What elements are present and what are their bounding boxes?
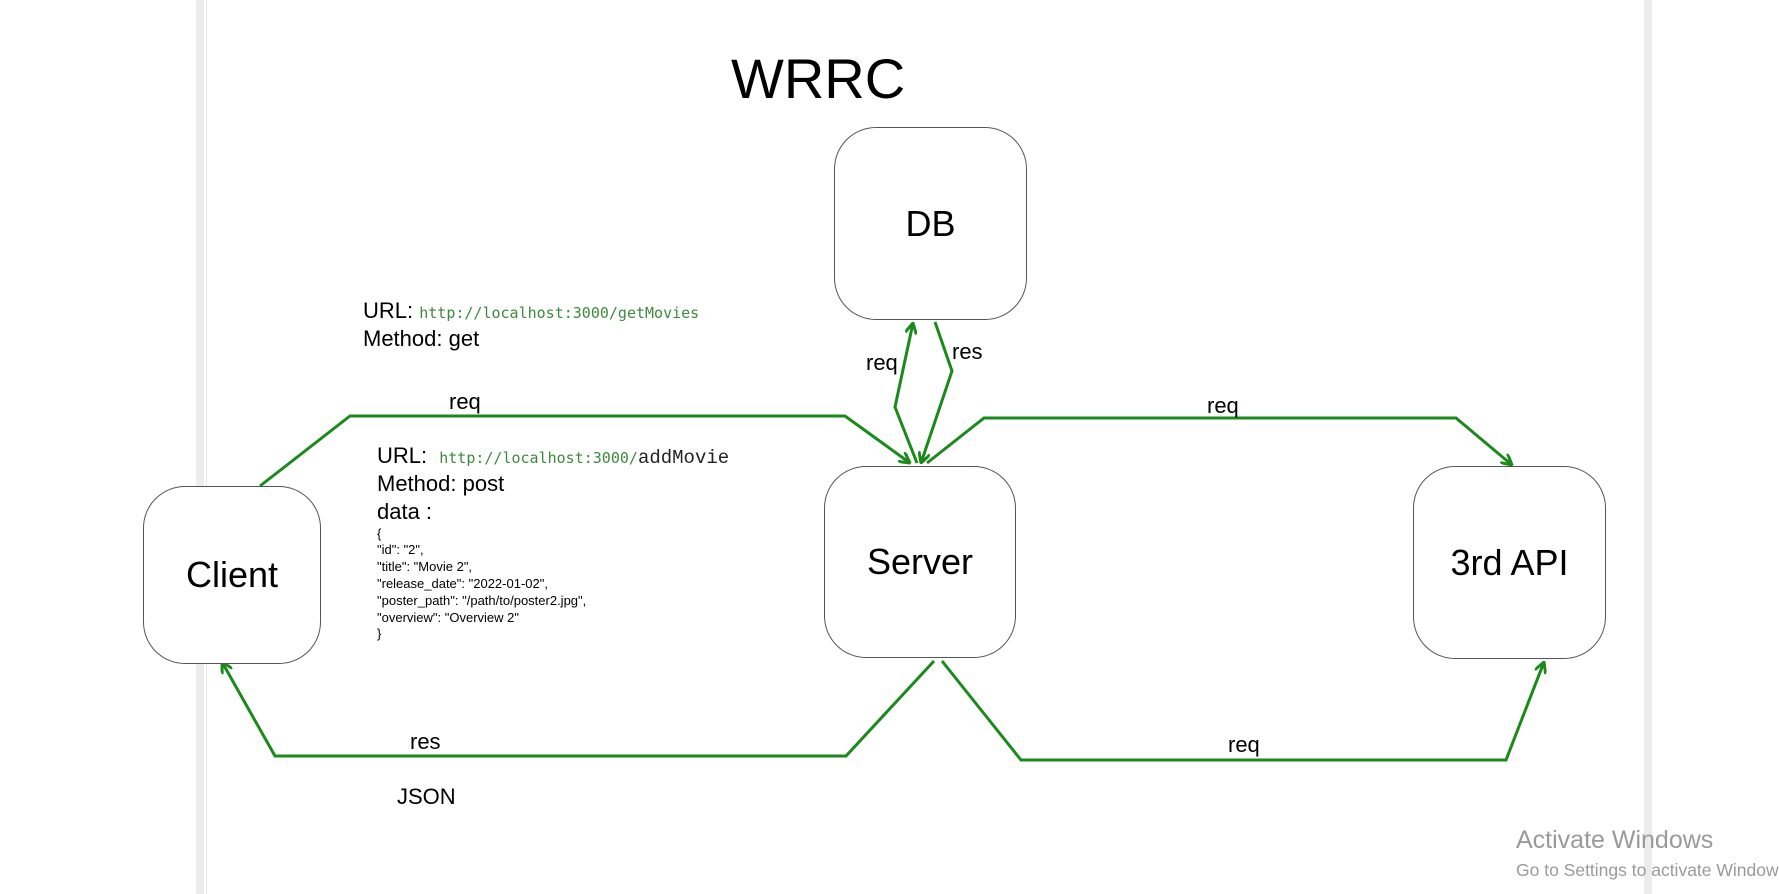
arrow-server-to-api-req-top	[926, 416, 1512, 465]
server-node: Server	[824, 466, 1016, 658]
response-format-label: JSON	[397, 784, 456, 809]
diagram-title: WRRC	[731, 47, 906, 110]
edge-label-server-api-req-bottom: req	[1228, 732, 1260, 757]
post-body-line: "overview": "Overview 2"	[377, 610, 519, 625]
post-body-line: "poster_path": "/path/to/poster2.jpg",	[377, 593, 587, 608]
post-url-line: URL: http://localhost:3000/addMovie	[377, 443, 729, 469]
post-data-label: data :	[377, 499, 433, 524]
arrow-client-to-server-req	[259, 414, 910, 488]
get-method: Method: get	[363, 326, 480, 351]
activate-windows-title: Activate Windows	[1516, 826, 1714, 854]
post-url-base: http://localhost:3000/	[439, 449, 638, 467]
page-right-rail	[1644, 0, 1652, 894]
post-body-line: "title": "Movie 2",	[377, 559, 473, 574]
get-url-line: URL: http://localhost:3000/getMovies	[363, 298, 699, 324]
arrow-server-to-client-res	[222, 661, 936, 758]
get-url-value: http://localhost:3000/getMovies	[419, 304, 700, 322]
third-api-node: 3rd API	[1413, 466, 1606, 659]
edge-label-server-db-req: req	[866, 350, 898, 375]
edge-label-db-server-res: res	[952, 339, 983, 364]
edge-label-server-client-res: res	[410, 729, 441, 754]
arrow-server-to-api-req-bottom	[940, 661, 1544, 762]
arrow-db-to-server-res	[921, 321, 954, 463]
post-method: Method: post	[377, 471, 505, 496]
post-body-line: }	[377, 626, 382, 641]
arrow-server-to-db-req	[893, 323, 919, 464]
post-body-line: {	[377, 526, 382, 541]
post-body-line: "id": "2",	[377, 542, 424, 557]
post-url-label: URL:	[377, 443, 428, 468]
db-node: DB	[834, 127, 1027, 320]
page-left-rail-edge	[206, 0, 207, 894]
post-body-line: "release_date": "2022-01-02",	[377, 576, 548, 591]
edge-label-client-server-req: req	[449, 389, 481, 414]
third-api-node-label: 3rd API	[1450, 541, 1569, 583]
page-left-rail	[196, 0, 204, 894]
activate-windows-subtitle: Go to Settings to activate Windows.	[1516, 860, 1779, 880]
server-node-label: Server	[866, 541, 974, 582]
client-node-label: Client	[185, 554, 279, 595]
db-node-label: DB	[905, 202, 956, 244]
client-node: Client	[143, 486, 321, 664]
edge-label-server-api-req-top: req	[1207, 393, 1239, 418]
get-url-label: URL:	[363, 298, 414, 323]
post-url-path: addMovie	[637, 447, 730, 469]
